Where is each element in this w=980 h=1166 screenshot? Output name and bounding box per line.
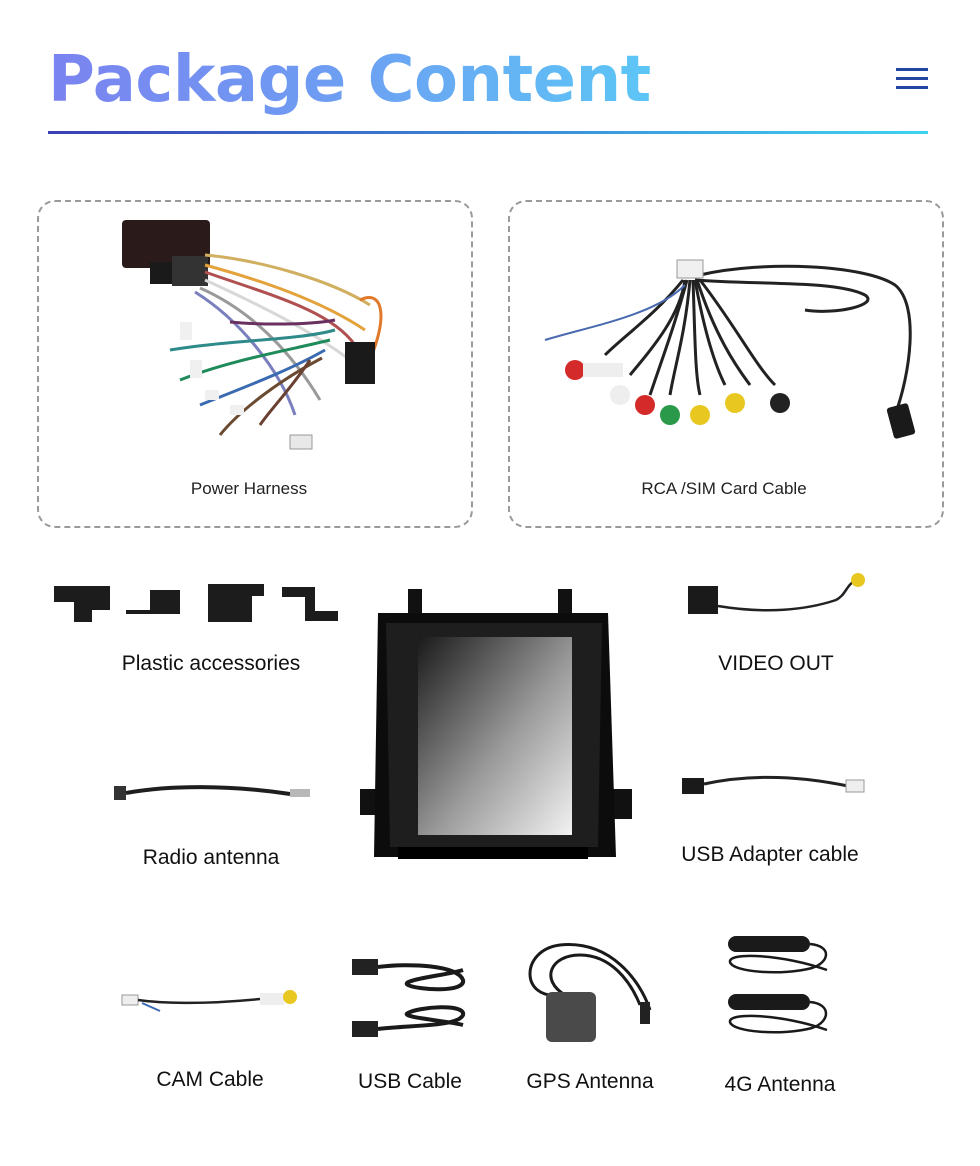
gps-antenna-image (528, 943, 652, 1042)
plastic-accessories-label: Plastic accessories (121, 652, 301, 675)
gps-antenna-label: GPS Antenna (526, 1070, 654, 1093)
4g-antenna-label: 4G Antenna (724, 1073, 836, 1096)
head-unit-image (360, 589, 632, 859)
page-title: Package Content (48, 40, 651, 120)
rca-sim-cable-card (508, 200, 944, 528)
cam-cable-label: CAM Cable (156, 1068, 264, 1091)
cam-cable-image (121, 990, 297, 1012)
power-harness-label: Power Harness (190, 479, 308, 498)
usb-adapter-cable-label: USB Adapter cable (681, 843, 859, 866)
power-harness-card (37, 200, 473, 528)
4g-antenna-image (728, 936, 828, 1034)
plastic-accessories-image (54, 584, 338, 622)
rca-sim-cable-label: RCA /SIM Card Cable (641, 479, 807, 498)
usb-adapter-cable-image (682, 775, 865, 794)
rca-sim-cable-image (544, 259, 916, 439)
radio-antenna-image (114, 785, 310, 800)
title-underline (48, 131, 928, 134)
video-out-image (688, 573, 865, 614)
usb-cable-image (352, 959, 465, 1037)
hamburger-menu-icon[interactable] (896, 66, 928, 92)
power-harness-image (122, 220, 383, 450)
usb-cable-label: USB Cable (358, 1070, 462, 1093)
video-out-label: VIDEO OUT (718, 652, 834, 675)
radio-antenna-label: Radio antenna (142, 846, 280, 869)
